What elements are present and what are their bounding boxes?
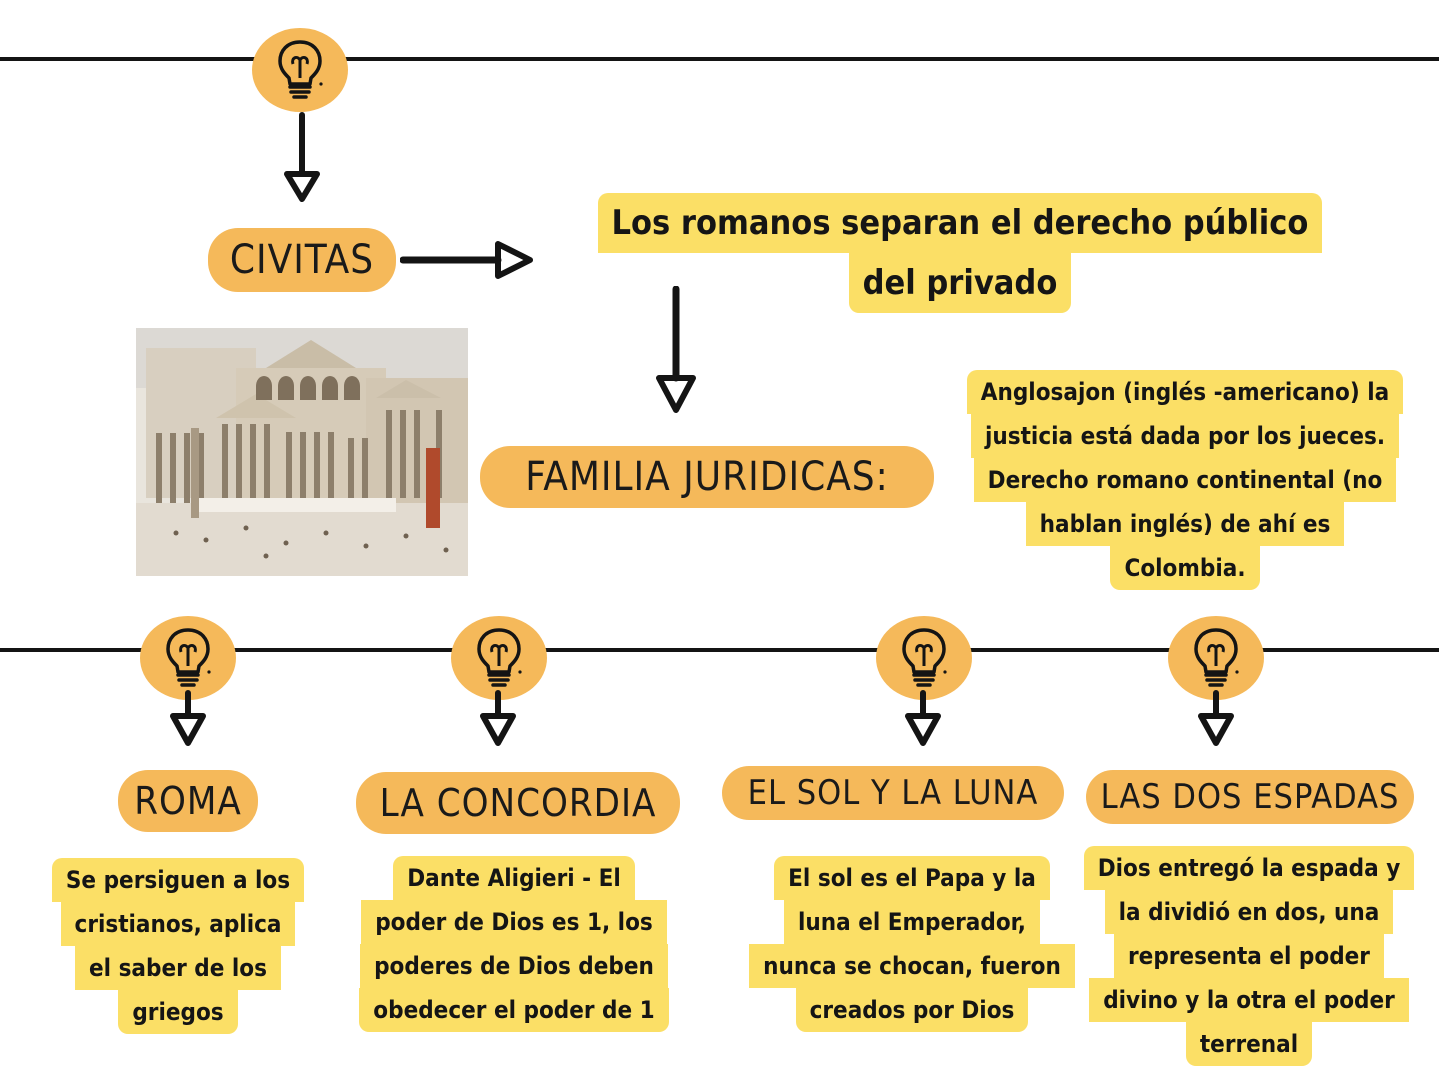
civitas-label: CIVITAS [208, 228, 396, 292]
roman-forum-image [136, 328, 468, 576]
sol-luna-line: luna el Emperador, [784, 900, 1040, 944]
espadas-line: terrenal [1185, 1022, 1313, 1066]
down-arrow-icon [1198, 690, 1234, 746]
romanos-line: Los romanos separan el derecho público [597, 193, 1323, 253]
espadas-line: divino y la otra el poder [1089, 978, 1409, 1022]
lightbulb-icon [876, 616, 972, 700]
sol-luna-line: nunca se chocan, fueron [749, 944, 1075, 988]
espadas-line: Dios entregó la espada y [1083, 846, 1415, 890]
roma-line: el saber de los [75, 946, 281, 990]
concordia-line: poderes de Dios deben [360, 944, 668, 988]
down-arrow-icon [480, 690, 516, 746]
anglosajon-line: Anglosajon (inglés -americano) la [966, 370, 1404, 414]
middle-timeline-line [0, 648, 1439, 652]
roma-line: griegos [118, 990, 238, 1034]
familia-juridicas-label: FAMILIA JURIDICAS: [480, 446, 934, 508]
sol-luna-line: El sol es el Papa y la [774, 856, 1050, 900]
top-timeline-line [0, 57, 1439, 61]
down-arrow-icon [656, 286, 696, 413]
down-arrow-icon [284, 112, 320, 202]
la-concordia-title: LA CONCORDIA [356, 772, 680, 834]
down-arrow-icon [170, 690, 206, 746]
anglosajon-line: Derecho romano continental (no [973, 458, 1397, 502]
la-concordia-note: Dante Aligieri - El poder de Dios es 1, … [346, 856, 682, 1032]
romanos-note: Los romanos separan el derecho público d… [560, 193, 1360, 313]
anglosajon-note: Anglosajon (inglés -americano) la justic… [940, 370, 1430, 590]
roma-note: Se persiguen a los cristianos, aplica el… [38, 858, 318, 1034]
lightbulb-icon [1168, 616, 1264, 700]
lightbulb-icon [252, 28, 348, 112]
concordia-line: poder de Dios es 1, los [361, 900, 667, 944]
romanos-line: del privado [848, 253, 1072, 313]
lightbulb-icon [451, 616, 547, 700]
anglosajon-line: hablan inglés) de ahí es [1025, 502, 1345, 546]
las-dos-espadas-title: LAS DOS ESPADAS [1086, 770, 1414, 824]
right-arrow-icon [400, 241, 533, 279]
anglosajon-line: justicia está dada por los jueces. [970, 414, 1400, 458]
concordia-line: obedecer el poder de 1 [359, 988, 669, 1032]
concordia-line: Dante Aligieri - El [393, 856, 635, 900]
las-dos-espadas-note: Dios entregó la espada y la dividió en d… [1066, 846, 1432, 1066]
espadas-line: representa el poder [1114, 934, 1384, 978]
el-sol-y-la-luna-title: EL SOL Y LA LUNA [722, 766, 1064, 820]
roma-title: ROMA [118, 770, 258, 832]
sol-luna-line: creados por Dios [795, 988, 1029, 1032]
lightbulb-icon [140, 616, 236, 700]
anglosajon-line: Colombia. [1110, 546, 1260, 590]
down-arrow-icon [905, 690, 941, 746]
roma-line: cristianos, aplica [60, 902, 296, 946]
espadas-line: la dividió en dos, una [1104, 890, 1394, 934]
el-sol-y-la-luna-note: El sol es el Papa y la luna el Emperador… [738, 856, 1086, 1032]
roma-line: Se persiguen a los [51, 858, 305, 902]
